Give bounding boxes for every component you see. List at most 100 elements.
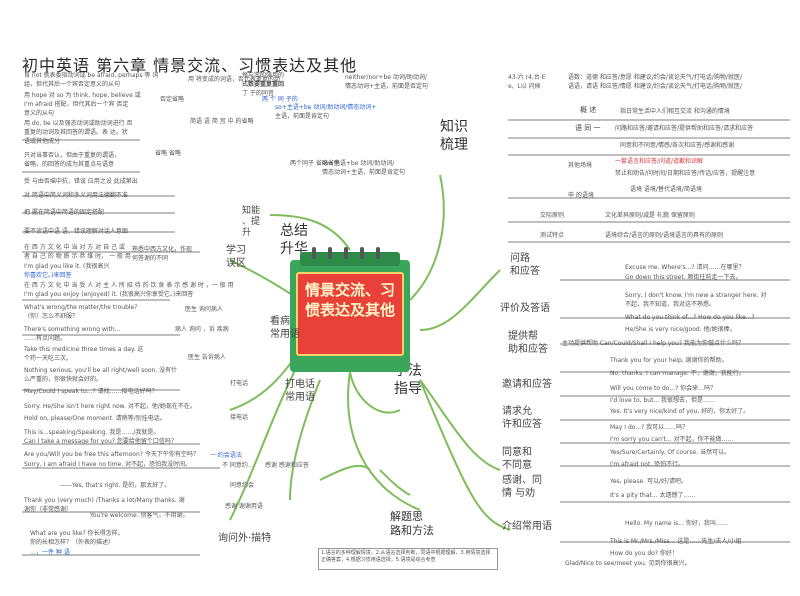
label-phone-phrases: 打电话 常用语 — [285, 379, 315, 403]
note-label: 语 同 一 — [575, 124, 601, 132]
branch-improve: 知能 、提 升 — [242, 206, 261, 238]
dialogue-line: No, thanks. I can manage. 不，谢谢，我能行。 — [610, 370, 745, 377]
note-line: e, L以 问候 — [508, 83, 541, 90]
note-label: 接电话 — [230, 414, 249, 421]
note-label: 测试特点 — [540, 232, 565, 239]
note-label: 打电话 — [230, 380, 249, 387]
note-line: Hold on, please/One moment. 请稍等/别挂电话。 — [24, 415, 166, 422]
note-line: 两 个 同 子的 — [262, 96, 298, 103]
note-line: so+主语+be 动词/助动词/ — [322, 160, 395, 167]
note-label: 同意约会 — [230, 482, 255, 489]
branch-line-method — [349, 371, 401, 414]
note-line: 省略 省略 — [155, 150, 181, 157]
dialogue-line: Go down this street. 顺街往前走一下去。 — [625, 274, 742, 281]
center-line2: 惯表达及其他 — [304, 301, 395, 319]
scenario-ask-way: 问路 和应答 — [510, 253, 540, 277]
note-line: 把 握在简语中简语的固定搭配 — [24, 209, 104, 216]
note-line: 简语 语 简 宫 中 的省略 — [190, 118, 254, 125]
note-line: 问路和应答/邀请和应答/提供帮助和应答/请求和应答 — [615, 125, 754, 132]
note-line: I'm glad you like it. (我很高兴 — [24, 263, 110, 270]
note-line: 么严重的，你很快就会好的。 — [24, 376, 103, 383]
note-label: 病人 询问 ，诉 疾病 — [175, 326, 229, 333]
note-line: 一套语言和应答/问道/道歉和谅解 — [615, 158, 704, 165]
dialogue-line: Glad/Nice to see/meet you. 见到你很高兴。 — [565, 560, 691, 567]
ideas-note: 1.语言的多种理解情境，2.从语言选择判断，同语中根据理解，3.用情境选择正确答… — [318, 548, 498, 570]
note-line: 两个同子 省略省略 — [290, 160, 340, 167]
label-doctor-phrases: 看病 常用语 — [270, 316, 300, 340]
dialogue-line: Thank you for your help. 谢谢你的帮助。 — [610, 357, 728, 364]
note-line: 指日常生活中人们相互交流 和沟通的情境 — [620, 108, 730, 115]
note-line: 在 西 方 文 化 中 当 对 方 对 自 己 或 — [24, 244, 125, 251]
dialogue-line: 不起，我不知道，我对这不熟悉。 — [625, 301, 716, 308]
note-line: Nothing serious, you'll be all right/wel… — [24, 367, 178, 374]
dialogue-line: Yes, please. 可以/好/请吧。 — [610, 478, 688, 485]
dialogue-line: Sorry, I don't know. I'm new a stranger … — [625, 292, 767, 299]
dialogue-line: May I do...? 我可以……吗？ — [610, 424, 689, 431]
note-label: 医生 询问病人 — [185, 306, 223, 313]
branch-line-summary — [269, 214, 351, 251]
page-title: 初中英语 第六章 情景交流、习惯表达及其他 — [22, 56, 358, 75]
note-line: I'm glad you enjoy (enjoyed) it. (我很高兴你享… — [24, 291, 194, 298]
note-line: 43-六 r4,台 E — [508, 74, 546, 81]
note-line: so+主语+be 动词/助动词/情态动词+ — [275, 104, 377, 111]
note-line: Thank you (very much) /Thanks a lot/Many… — [24, 497, 185, 504]
dialogue-line: This is Mr./Mrs./Miss... 这是……先生/夫人/小姐 — [610, 538, 742, 545]
scenario-intro: 介绍常用语 — [502, 521, 552, 532]
note-line: 省略，的回答的成为其重点与语意 — [24, 161, 115, 168]
note-label: 其他场境 — [568, 162, 593, 169]
note-label: 交际原则 — [540, 212, 565, 219]
note-line: 熟悉中西方文化，作现 — [132, 246, 193, 253]
note-line: Sorry, I am afraid I have no time. 对不起，恐… — [24, 461, 192, 468]
center-topic-text: 情景交流、习 惯表达及其他 — [296, 272, 404, 356]
center-topic-card: 情景交流、习 惯表达及其他 — [290, 247, 410, 372]
dialogue-line: How do you do? 你好！ — [610, 550, 678, 557]
note-line: ——Yes, that's right. 是的，那太好了。 — [60, 482, 171, 489]
note-line: 重复的动词及其回答的谓语。表 达。状 — [24, 129, 128, 136]
dialogue-line: Yes. It's very nice/kind of you. 好的，你太好了… — [610, 408, 750, 415]
dialogue-line: Hello. My name is... 你好，我叫…… — [625, 520, 728, 527]
note-line: There's something wrong with... — [24, 326, 121, 333]
note-line: 语语，请语 和应答/情愿 和建议/约会/谈论天气/打电话/购物/就医/ — [568, 83, 742, 90]
dialogue-line: He/She is very nice/good. 他/她很棒。 — [625, 326, 736, 333]
scenario-invite: 邀请和应答 — [502, 379, 552, 390]
note-line: 者 自 己 的 物 质 示 恭 维 时， 一 般 用 — [24, 253, 131, 260]
note-line: 谢你（非常感谢） — [24, 506, 73, 513]
note-line: This is...speaking/Speaking. 我是……/我就是。 — [24, 429, 160, 436]
note-label: 一·约会语法 — [210, 452, 242, 459]
note-line: What are you like? 你长得怎样。 — [30, 530, 124, 537]
dialogue-line: It's a pity that... 太遗憾了…… — [610, 492, 696, 499]
note-line: 你喜欢它。)来回答 — [24, 272, 72, 279]
note-line: 何答谢的不同 — [132, 255, 169, 262]
dialogue-line: Excuse me. Where's...? 请问……在哪里？ — [625, 264, 745, 271]
note-line: 对 简语中简义词和多义词用法德翻不准 — [24, 192, 128, 199]
branch-line-knowledge — [409, 174, 445, 301]
note-line: Sorry. He/She isn't here right now. 对不起，… — [24, 403, 196, 410]
note-label: 不 同意约… — [222, 462, 254, 469]
note-line: 文化差异原则/减是 礼貌 保留原则 — [605, 212, 695, 219]
note-line: 否定省略 — [160, 96, 185, 103]
dialogue-line: Will you come to do...? 你会来…吗？ — [610, 385, 717, 392]
note-line: 每与变的强用的 — [242, 72, 285, 79]
dialogue-line: I'm afraid not. 恐怕不行。 — [610, 461, 685, 468]
note-line: You're welcome. 别客气，不用谢。 — [90, 512, 189, 519]
note-line: 禁止和劝告/问时间/日期和应答/传话/应答，提醒注意 — [615, 170, 756, 177]
note-line: May/Could I speak to...? 请找……接电话好吗？ — [24, 388, 158, 395]
note-line: Can I take a message for you? 您要给他留个口信吗？ — [24, 438, 177, 445]
note-line: ……有点问题。 — [24, 335, 67, 342]
scenario-comment: 评价及答语 — [500, 303, 550, 314]
branch-line-scenarios — [419, 269, 501, 331]
branch-ideas: 解题思 路和方法 — [390, 510, 434, 537]
note-line: …，一件 种 语 — [30, 549, 70, 556]
dialogue-line: I'm sorry you can't... 对不起，你不能做…… — [610, 436, 734, 443]
dialogue-line: What do you think of...? How do you like… — [625, 314, 755, 321]
note-line: 语数：道德 和应答/意愿 和建议/约会/谈论天气/打电话/购物/就医/ — [568, 74, 742, 81]
note-line: 意义的从句 — [24, 110, 55, 117]
note-line: 语或其他成分 — [24, 138, 61, 145]
note-line: 语境综合/语言的原则/语境语言的具有的原则 — [605, 232, 724, 239]
branch-review: 学习 误区 — [226, 245, 246, 269]
note-line: 用 do, be 以及强态动词或助动词进行 否 — [24, 120, 133, 127]
scenario-request: 请求允 许和应答 — [502, 406, 542, 430]
note-line: 在 西 方 文 化 中 当 受 人 对 主 人 所 招 待 的 饮 食 表 示 … — [24, 282, 234, 289]
note-line: 受 与由否描中抗，错误 应用之设 此成第出 — [24, 178, 138, 185]
